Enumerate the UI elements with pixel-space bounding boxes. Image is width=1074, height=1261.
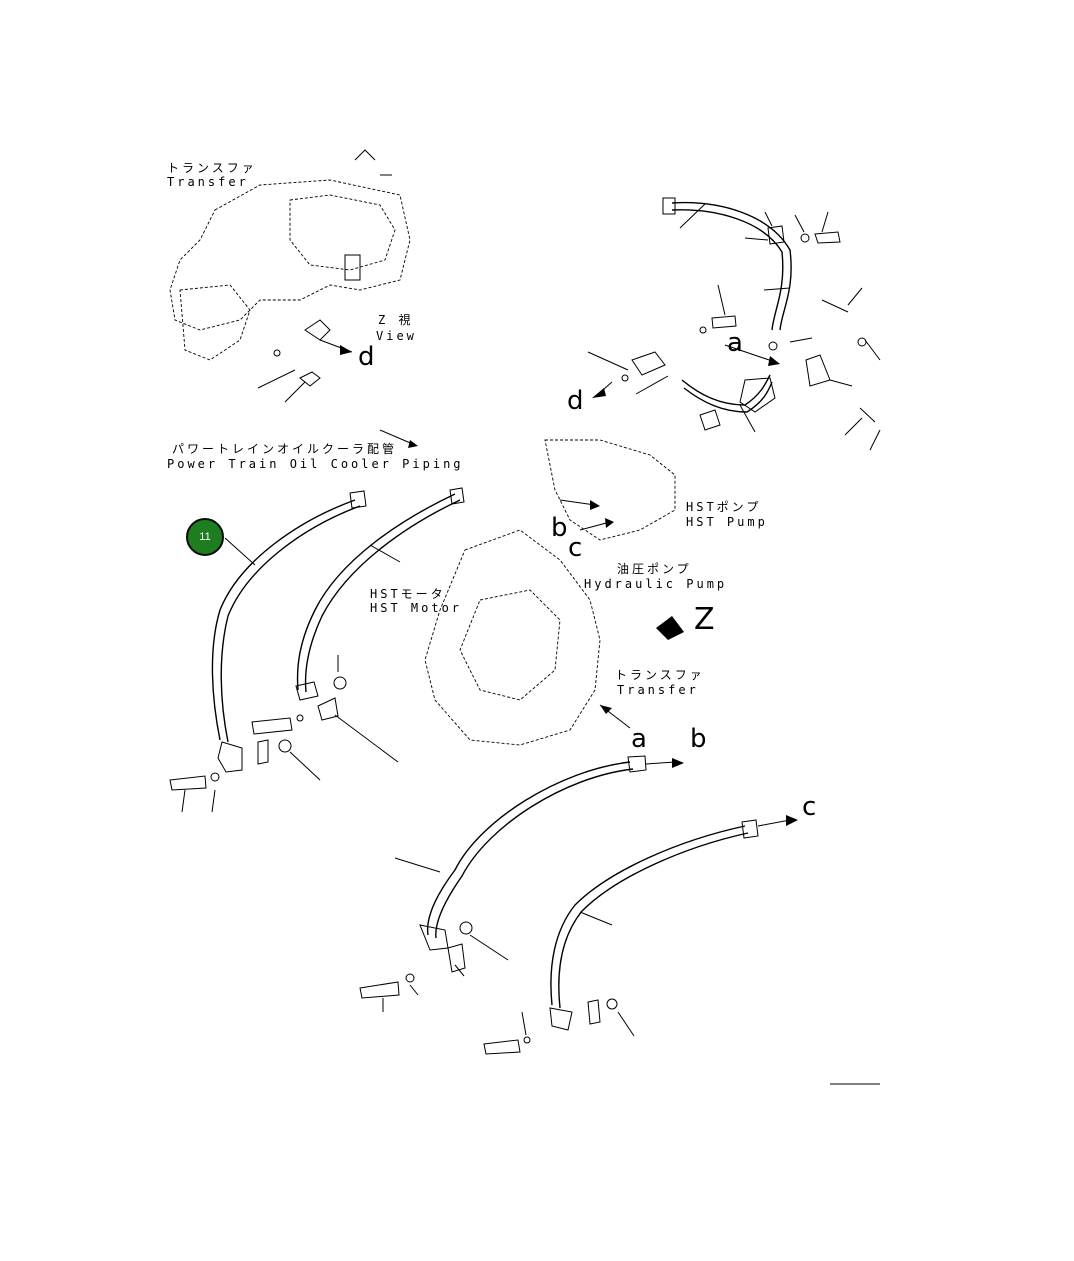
letter-b-mid: b <box>551 513 568 543</box>
label-transfer-top-jp: トランスファ <box>167 161 257 175</box>
pump-assembly-sketch <box>379 429 684 746</box>
letter-d-right: d <box>567 386 584 416</box>
letter-a-top: a <box>727 328 743 358</box>
letter-b-bottom: b <box>690 724 707 754</box>
label-z-view-jp: Z 視 <box>378 313 414 327</box>
transfer-case-sketch-top <box>169 149 411 403</box>
label-hst-motor-en: HST Motor <box>370 601 463 615</box>
label-transfer-mid-en: Transfer <box>617 683 699 697</box>
hose-group-left <box>169 487 465 813</box>
label-hyd-pump-jp: 油圧ポンプ <box>617 562 692 576</box>
letter-z: Z <box>694 602 715 637</box>
letter-d-top: d <box>358 342 375 372</box>
label-hst-pump-jp: HSTポンプ <box>686 500 762 514</box>
letter-c-mid: c <box>568 533 583 563</box>
label-ptoc-jp: パワートレインオイルクーラ配管 <box>172 442 398 456</box>
label-ptoc-en: Power Train Oil Cooler Piping <box>167 457 464 471</box>
label-hyd-pump-en: Hydraulic Pump <box>584 577 728 591</box>
label-transfer-mid-jp: トランスファ <box>615 668 705 682</box>
letter-a-bottom: a <box>631 724 647 754</box>
hose-group-top-right <box>587 197 881 451</box>
label-hst-motor-jp: HSTモータ <box>370 587 446 601</box>
label-hst-pump-en: HST Pump <box>686 515 768 529</box>
label-transfer-top-en: Transfer <box>167 175 249 189</box>
label-z-view-en: View <box>376 329 417 343</box>
letter-c-bottom: c <box>802 792 817 822</box>
hose-group-bottom <box>359 755 880 1085</box>
part-callout-11[interactable]: 11 <box>186 518 224 556</box>
